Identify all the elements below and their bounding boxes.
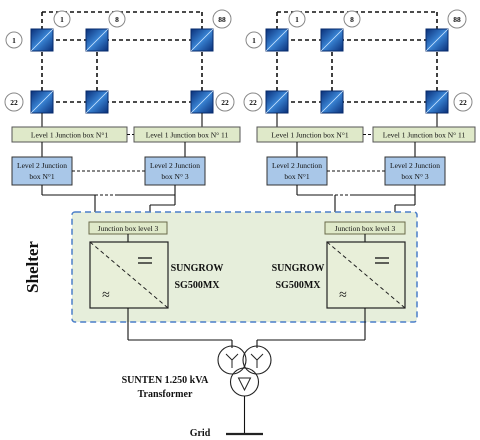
svg-text:88: 88 — [453, 15, 461, 24]
solar-panel-icon — [425, 90, 449, 114]
level3-junction-box: Junction box level 3 — [88, 221, 168, 235]
panel-number-badge: 1 — [53, 10, 71, 28]
panel-number-badge: 1 — [5, 31, 23, 49]
level1-junction-box: Level 1 Junction box N°1 — [256, 126, 364, 143]
right-pv-array: 1 8 88 1 22 22 Level 1 Junction box N°1 — [243, 9, 476, 223]
svg-text:Level 1 Junction box N°1: Level 1 Junction box N°1 — [271, 131, 348, 140]
solar-panel-icon — [265, 90, 289, 114]
svg-text:box N°1: box N°1 — [284, 172, 310, 181]
svg-text:Level 2 Junction: Level 2 Junction — [390, 161, 440, 170]
svg-text:22: 22 — [249, 98, 257, 107]
svg-text:Level 1 Junction box N° 11: Level 1 Junction box N° 11 — [146, 131, 229, 140]
svg-text:≈: ≈ — [339, 288, 347, 303]
solar-panel-icon — [265, 28, 289, 52]
panel-number-badge: 88 — [212, 9, 232, 29]
svg-text:8: 8 — [350, 15, 354, 24]
solar-panel-icon — [320, 28, 344, 52]
svg-text:Level 2 Junction: Level 2 Junction — [272, 161, 322, 170]
svg-text:1: 1 — [295, 15, 299, 24]
shelter-label: Shelter — [23, 241, 42, 293]
solar-panel-icon — [190, 28, 214, 52]
svg-text:22: 22 — [221, 98, 229, 107]
inverter-brand: SUNGROW — [272, 263, 325, 274]
svg-text:1: 1 — [60, 15, 64, 24]
svg-text:Junction box level 3: Junction box level 3 — [335, 224, 396, 233]
svg-text:box N°1: box N°1 — [29, 172, 55, 181]
level2-junction-box: Level 2 Junction box N° 3 — [144, 156, 206, 186]
inverter-brand: SUNGROW — [171, 263, 224, 274]
svg-text:22: 22 — [459, 98, 467, 107]
panel-number-badge: 88 — [447, 9, 467, 29]
transformer-label: Transformer — [138, 389, 193, 400]
level1-junction-box: Level 1 Junction box N° 11 — [133, 126, 241, 143]
transformer-icon — [217, 345, 272, 397]
level2-junction-box: Level 2 Junction box N°1 — [11, 156, 73, 186]
svg-text:88: 88 — [218, 15, 226, 24]
inverter-icon: ≈ — [326, 241, 406, 309]
panel-number-badge: 8 — [343, 10, 361, 28]
panel-number-badge: 22 — [453, 92, 473, 112]
svg-text:1: 1 — [12, 36, 16, 45]
left-pv-array: 1 8 88 1 22 22 Level 1 Junction box N°1 — [4, 9, 241, 223]
inverter-icon: ≈ — [89, 241, 169, 309]
panel-number-badge: 1 — [288, 10, 306, 28]
svg-text:1: 1 — [252, 36, 256, 45]
svg-text:≈: ≈ — [102, 288, 110, 303]
panel-number-badge: 22 — [4, 92, 24, 112]
svg-text:Level 2 Junction: Level 2 Junction — [17, 161, 67, 170]
svg-text:Level 1 Junction box N°1: Level 1 Junction box N°1 — [31, 131, 108, 140]
level2-junction-box: Level 2 Junction box N°1 — [266, 156, 328, 186]
svg-text:Level 2 Junction: Level 2 Junction — [150, 161, 200, 170]
svg-text:box N° 3: box N° 3 — [161, 172, 188, 181]
level2-junction-box: Level 2 Junction box N° 3 — [384, 156, 446, 186]
level1-junction-box: Level 1 Junction box N°1 — [11, 126, 128, 143]
svg-text:box N° 3: box N° 3 — [401, 172, 428, 181]
solar-panel-icon — [190, 90, 214, 114]
panel-number-badge: 8 — [108, 10, 126, 28]
panel-number-badge: 22 — [243, 92, 263, 112]
transformer-label: SUNTEN 1.250 kVA — [122, 375, 210, 386]
panel-number-badge: 1 — [245, 31, 263, 49]
panel-number-badge: 22 — [215, 92, 235, 112]
solar-panel-icon — [425, 28, 449, 52]
solar-panel-icon — [85, 90, 109, 114]
svg-text:Junction box level 3: Junction box level 3 — [98, 224, 159, 233]
level3-junction-box: Junction box level 3 — [324, 221, 406, 235]
svg-text:8: 8 — [115, 15, 119, 24]
grid-label: Grid — [190, 428, 211, 439]
svg-text:22: 22 — [10, 98, 18, 107]
level1-junction-box: Level 1 Junction box N° 11 — [372, 126, 476, 143]
svg-text:Level 1 Junction box N° 11: Level 1 Junction box N° 11 — [383, 131, 466, 140]
solar-panel-icon — [30, 90, 54, 114]
ac-output-wiring — [127, 308, 366, 348]
inverter-model: SG500MX — [276, 280, 322, 291]
inverter-model: SG500MX — [175, 280, 221, 291]
solar-panel-icon — [320, 90, 344, 114]
solar-panel-icon — [85, 28, 109, 52]
solar-panel-icon — [30, 28, 54, 52]
